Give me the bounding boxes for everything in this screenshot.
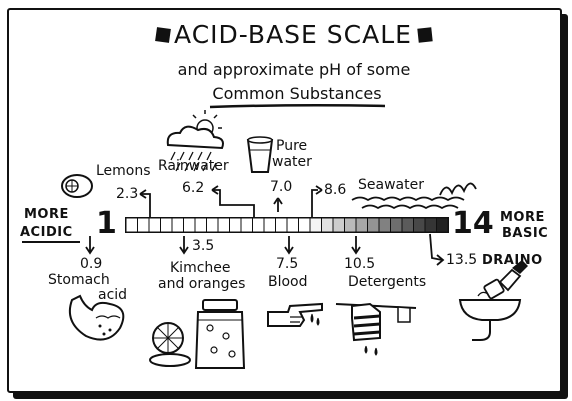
more-acidic-label-2: ACIDIC (20, 225, 73, 240)
seawater-ph: 8.6 (324, 182, 347, 198)
seawater-label: Seawater (358, 177, 424, 193)
scale-segment (355, 217, 368, 233)
scale-segment (240, 217, 253, 233)
subtitle-underline (209, 103, 386, 109)
rainwater-label: Rainwater (158, 158, 229, 174)
title-square-icon (417, 27, 433, 43)
scale-segment (424, 217, 437, 233)
lemons-ph: 2.3 (116, 186, 139, 202)
scale-segment (194, 217, 207, 233)
scale-segment (171, 217, 184, 233)
scale-segment (436, 217, 449, 233)
draino-label: DRAINO (482, 253, 543, 268)
scale-segment (252, 217, 265, 233)
lemons-pointer (140, 193, 151, 218)
scale-segment (206, 217, 219, 233)
scale-segment (160, 217, 173, 233)
rainwater-pointer (212, 189, 255, 218)
stomach-acid-pointer (85, 236, 95, 255)
scale-segment (217, 217, 230, 233)
scale-segment (183, 217, 196, 233)
blood-label: Blood (268, 274, 308, 290)
pure-water-label-1: Pure (276, 138, 308, 154)
more-basic-label-2: BASIC (502, 226, 549, 241)
stomach-acid-label-2: acid (98, 287, 128, 303)
diagram-title: ACID-BASE SCALE (174, 20, 412, 49)
orange-slice-icon (149, 322, 191, 367)
stomach-acid-label-1: Stomach (48, 272, 110, 288)
rain-icon (170, 151, 217, 172)
diagram-subtitle-line1: and approximate pH of some (177, 60, 411, 79)
draino-ph: 13.5 (446, 252, 478, 268)
diagram-subtitle-line2: Common Substances (212, 84, 382, 103)
title-square-icon (155, 27, 171, 43)
pure-water-label-2: water (272, 154, 312, 170)
blood-ph: 7.5 (276, 256, 299, 272)
scale-segment (321, 217, 334, 233)
blood-pointer (284, 236, 294, 255)
scale-segment (298, 217, 311, 233)
scale-segment (378, 217, 391, 233)
more-acidic-label-1: MORE (24, 207, 69, 222)
sink-drain-icon (458, 260, 528, 341)
rainwater-ph: 6.2 (182, 180, 205, 196)
scale-segment (275, 217, 288, 233)
scale-min-label: 1 (96, 206, 117, 241)
more-basic-label-1: MORE (500, 210, 545, 225)
seawater-pointer (311, 189, 318, 218)
stomach-icon (68, 294, 125, 341)
detergents-ph: 10.5 (344, 256, 376, 272)
detergents-label: Detergents (348, 274, 427, 290)
scale-segment (413, 217, 426, 233)
laundry-icon (335, 302, 417, 356)
scale-segment (309, 217, 322, 233)
pointing-hand-icon (267, 302, 323, 327)
lemon-icon (61, 174, 93, 198)
scale-segment (367, 217, 380, 233)
ph-scale-bar (125, 217, 449, 233)
kimchee-pointer (179, 236, 189, 255)
scale-segment (332, 217, 345, 233)
stomach-acid-ph: 0.9 (80, 256, 103, 272)
scale-segment (390, 217, 403, 233)
scale-segment (401, 217, 414, 233)
kimchee-label-1: Kimchee (170, 260, 231, 276)
pure-water-ph: 7.0 (270, 179, 293, 195)
kimchee-label-2: and oranges (158, 276, 246, 292)
draino-pointer (429, 233, 445, 266)
detergents-pointer (351, 236, 361, 255)
water-glass-icon (246, 136, 274, 173)
jar-icon (194, 299, 246, 369)
lemons-label: Lemons (96, 163, 151, 179)
scale-segment (229, 217, 242, 233)
wave-icon (351, 182, 477, 210)
scale-segment (148, 217, 161, 233)
scale-segment (344, 217, 357, 233)
kimchee-ph: 3.5 (192, 238, 215, 254)
scale-segment (125, 217, 138, 233)
scale-segment (137, 217, 150, 233)
scale-segment (263, 217, 276, 233)
cloud-sun-icon (166, 110, 224, 150)
scale-segment (286, 217, 299, 233)
scale-max-label: 14 (452, 206, 494, 241)
